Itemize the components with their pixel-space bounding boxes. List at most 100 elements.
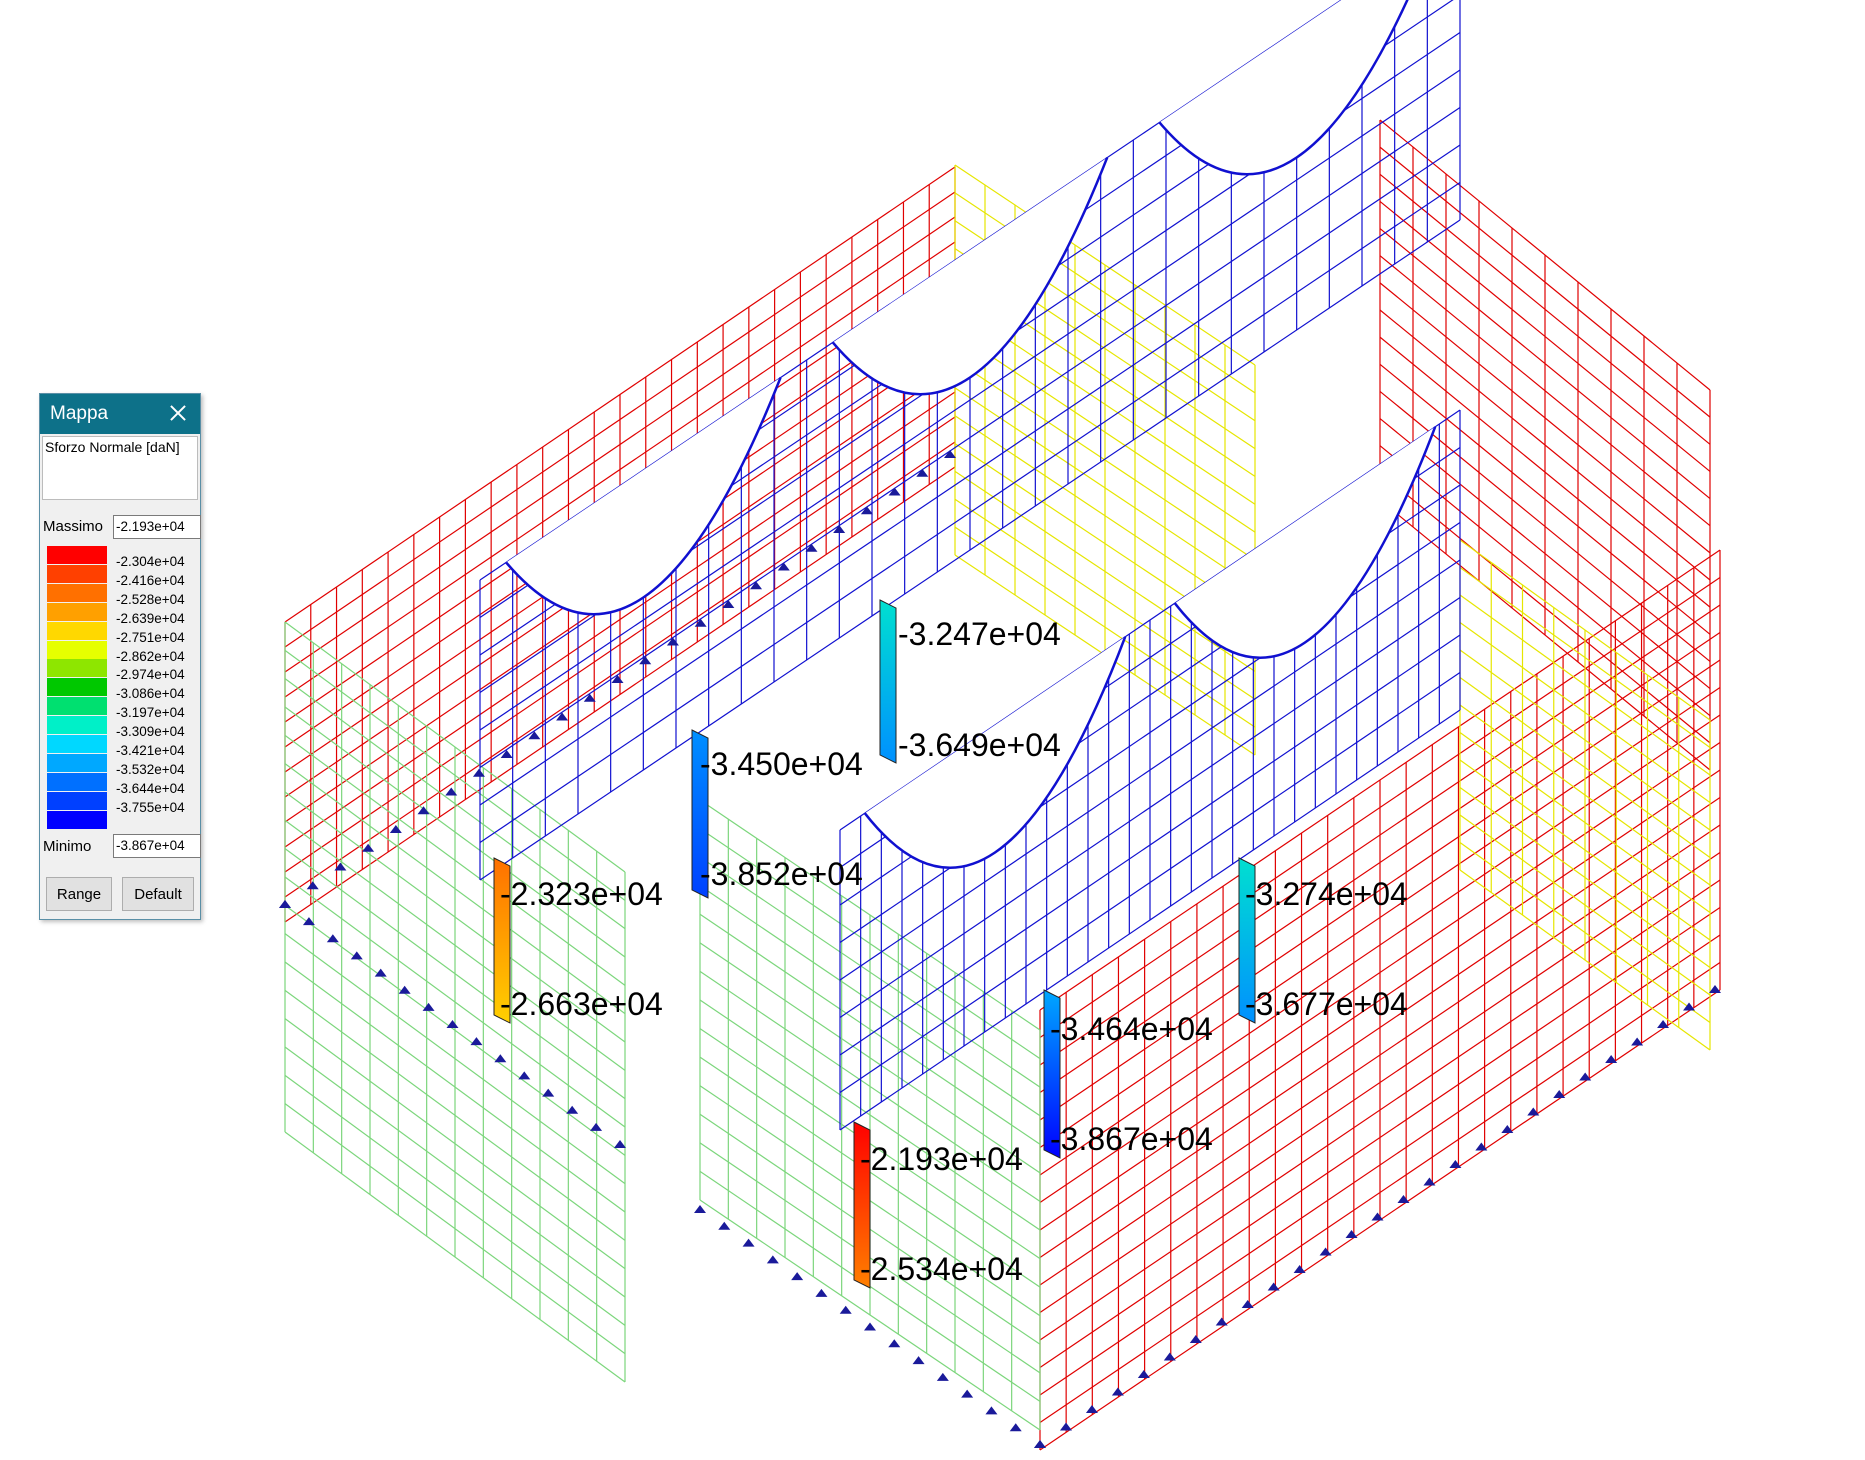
legend-swatch [47, 564, 107, 583]
mesh-line [284, 848, 626, 1100]
support-marker [556, 712, 569, 721]
legend-label: -3.086e+04 [116, 686, 185, 702]
support-marker [722, 600, 735, 608]
arch-meshes [479, 0, 1461, 1131]
mesh-line [284, 649, 626, 901]
legend-swatch [47, 640, 107, 659]
support-marker [944, 450, 956, 458]
support-marker [334, 862, 347, 871]
mesh-line [1039, 632, 1721, 1093]
mesh-line [284, 706, 626, 958]
close-icon[interactable] [168, 403, 188, 423]
mesh-line [1379, 445, 1711, 717]
support-marker [839, 1305, 852, 1314]
arch-opening [831, 157, 1109, 396]
mesh-line [1039, 687, 1721, 1148]
legend-swatch [47, 546, 107, 564]
support-marker [1345, 1230, 1358, 1238]
support-marker [1059, 1422, 1072, 1431]
support-marker [666, 637, 679, 646]
support-marker [694, 1205, 706, 1213]
legend-swatch [47, 697, 107, 716]
mesh-line [284, 819, 626, 1071]
column-1-top-value: -3.247e+04 [898, 616, 1061, 652]
min-value-input[interactable]: -3.867e+04 [113, 834, 201, 858]
support-marker [326, 934, 339, 943]
support-marker [472, 768, 485, 777]
mesh-line [284, 961, 626, 1213]
support-marker [791, 1272, 804, 1281]
column-1-bottom-value: -3.649e+04 [898, 727, 1061, 763]
legend-label: -3.309e+04 [116, 724, 185, 740]
column-5-bottom-value: -3.867e+04 [1050, 1121, 1213, 1157]
legend-swatch [47, 621, 107, 640]
mesh-line [1459, 759, 1711, 941]
mesh-line [284, 763, 626, 1015]
mesh-line [699, 856, 1041, 1088]
column-6-top-value: -2.193e+04 [860, 1141, 1023, 1177]
mesh-line [1459, 539, 1711, 721]
legend-swatch [47, 716, 107, 735]
support-marker [1137, 1370, 1150, 1378]
legend-label: -2.304e+04 [116, 554, 185, 569]
support-marker [374, 968, 387, 977]
support-marker [500, 750, 513, 758]
column-stress-bar [691, 729, 709, 899]
support-marker [1319, 1247, 1332, 1256]
mesh-line [1039, 824, 1721, 1286]
support-marker [542, 1088, 555, 1097]
mesh-line [1459, 649, 1711, 831]
mappa-panel[interactable]: Mappa Sforzo Normale [daN] Massimo -2.19… [39, 393, 201, 920]
support-marker [864, 1322, 876, 1331]
support-marker [398, 985, 411, 994]
arch-opening [863, 636, 1127, 869]
support-marker [1475, 1142, 1488, 1151]
mesh-line [284, 933, 626, 1185]
column-stress-bar [853, 1121, 871, 1289]
support-marker [1215, 1317, 1228, 1326]
mesh-line [839, 559, 1461, 981]
mesh-line [1459, 677, 1711, 858]
legend-label: -3.421e+04 [116, 743, 185, 758]
support-marker [916, 468, 929, 477]
column-stress-bar [493, 857, 511, 1024]
mesh-line [954, 164, 1256, 366]
column-6-bottom-value: -2.534e+04 [860, 1251, 1023, 1287]
mesh-line [839, 672, 1461, 1093]
support-marker [833, 525, 846, 533]
column-2-top-value: -3.450e+04 [700, 746, 863, 782]
mesh-line [699, 1199, 1041, 1431]
mesh-line [1379, 390, 1711, 662]
legend-label: -3.755e+04 [116, 799, 185, 815]
default-button[interactable]: Default [122, 877, 194, 911]
column-diagrams [493, 599, 1256, 1289]
mesh-line [1459, 732, 1711, 913]
mesh-line [284, 876, 626, 1128]
support-marker [1111, 1387, 1124, 1396]
mesh-line [284, 678, 626, 930]
mesh-line [1039, 934, 1721, 1396]
support-marker [470, 1037, 483, 1046]
legend-swatch [47, 659, 107, 678]
support-marker [1579, 1072, 1592, 1081]
support-marker [766, 1255, 779, 1264]
legend-label: -2.528e+04 [116, 591, 185, 607]
support-marker [389, 825, 402, 833]
support-marker [1241, 1300, 1254, 1308]
mesh-line [479, 144, 1461, 806]
quantity-field[interactable]: Sforzo Normale [daN] [42, 436, 198, 500]
arch-opening [1158, 0, 1409, 176]
support-marker [815, 1288, 828, 1297]
max-value-input[interactable]: -2.193e+04 [113, 515, 201, 539]
support-marker [936, 1372, 949, 1381]
mesh-line [699, 999, 1041, 1231]
support-marker [1657, 1020, 1670, 1028]
support-marker [1605, 1055, 1618, 1063]
support-marker [1423, 1177, 1436, 1186]
range-button[interactable]: Range [46, 877, 112, 911]
support-marker [777, 562, 790, 571]
mesh-line [1459, 704, 1711, 886]
panel-titlebar[interactable]: Mappa [40, 394, 200, 434]
mesh-line [284, 989, 626, 1241]
